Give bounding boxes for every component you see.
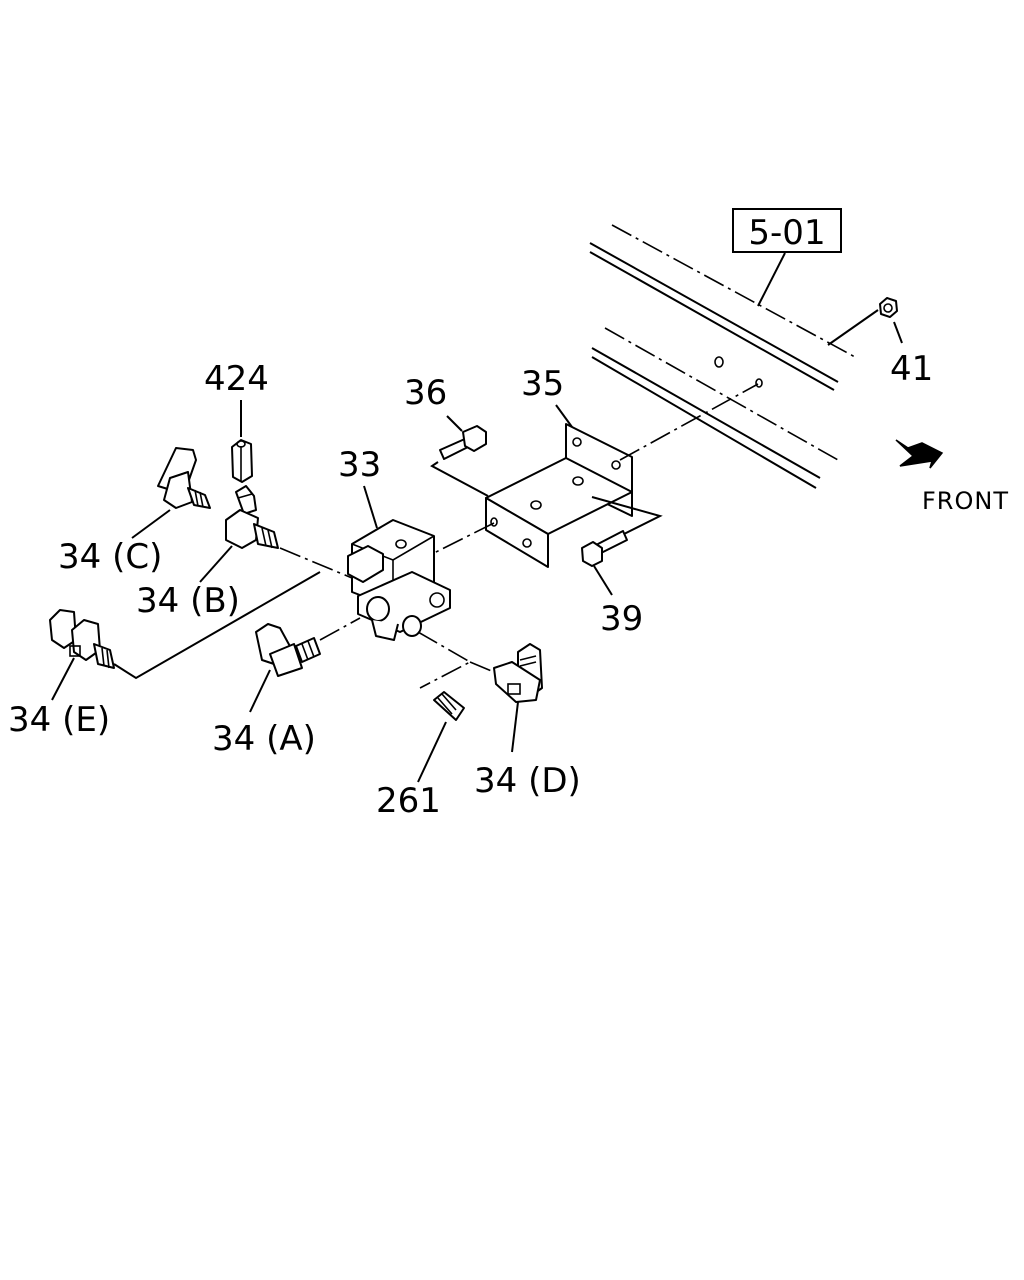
part-34b-tee bbox=[225, 485, 279, 549]
part-34a-elbow bbox=[255, 623, 321, 677]
part-34d-elbow bbox=[493, 643, 543, 703]
label-34e: 34 (E) bbox=[8, 700, 110, 740]
part-39-bolt bbox=[581, 530, 628, 567]
part-34c-elbow bbox=[157, 447, 211, 509]
label-36: 36 bbox=[404, 373, 447, 413]
label-34b: 34 (B) bbox=[136, 581, 240, 621]
label-33: 33 bbox=[338, 445, 381, 485]
part-35-bracket bbox=[485, 423, 633, 568]
part-424-fitting bbox=[231, 439, 253, 483]
label-39: 39 bbox=[600, 599, 643, 639]
front-direction: FRONT bbox=[895, 439, 1009, 515]
label-34c: 34 (C) bbox=[58, 537, 162, 577]
part-34e-fitting bbox=[49, 609, 115, 669]
part-41-nut bbox=[879, 297, 898, 318]
reference-label: 5-01 bbox=[748, 213, 825, 253]
label-424: 424 bbox=[204, 359, 269, 399]
arrow-icon bbox=[895, 439, 944, 469]
label-261: 261 bbox=[376, 781, 441, 821]
label-35: 35 bbox=[521, 364, 564, 404]
part-33-valve bbox=[347, 519, 451, 641]
part-261-plug bbox=[433, 691, 465, 721]
reference-box[interactable]: 5-01 bbox=[732, 208, 842, 253]
label-34d: 34 (D) bbox=[474, 761, 581, 801]
front-label: FRONT bbox=[922, 487, 1009, 515]
label-41: 41 bbox=[890, 349, 933, 389]
frame-rail bbox=[589, 224, 856, 489]
label-34a: 34 (A) bbox=[212, 719, 316, 759]
part-36-bolt bbox=[439, 425, 487, 460]
